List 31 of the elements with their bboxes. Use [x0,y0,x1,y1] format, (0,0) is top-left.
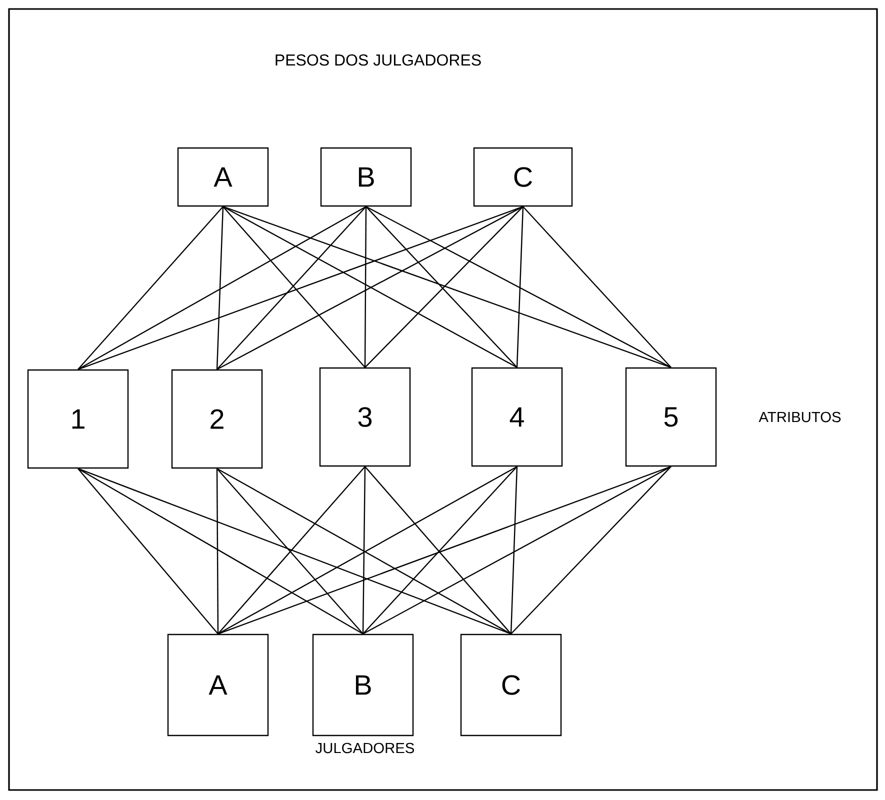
title: PESOS DOS JULGADORES [276,54,481,66]
box: 3 [319,367,411,467]
line [510,466,518,634]
line [78,206,524,370]
line [78,206,224,370]
box: 1 [27,369,129,469]
box: A [177,147,269,207]
line [78,468,364,634]
box: 5 [625,367,717,467]
box: 2 [171,369,263,469]
line [366,206,672,368]
label: ATRIBUTOS [758,412,841,422]
line [364,206,367,368]
line [78,468,512,634]
box: C [473,147,573,207]
line [362,466,672,634]
line [78,468,218,634]
line [218,466,672,634]
box: B [312,634,414,736]
line [516,206,524,368]
box: B [320,147,412,207]
line [362,466,366,634]
box: A [167,634,269,736]
box: 4 [471,367,563,467]
line [216,468,219,634]
line [510,466,672,634]
line [216,206,224,370]
line [222,206,672,368]
line [522,206,672,368]
line [78,206,366,370]
box: C [460,634,562,736]
